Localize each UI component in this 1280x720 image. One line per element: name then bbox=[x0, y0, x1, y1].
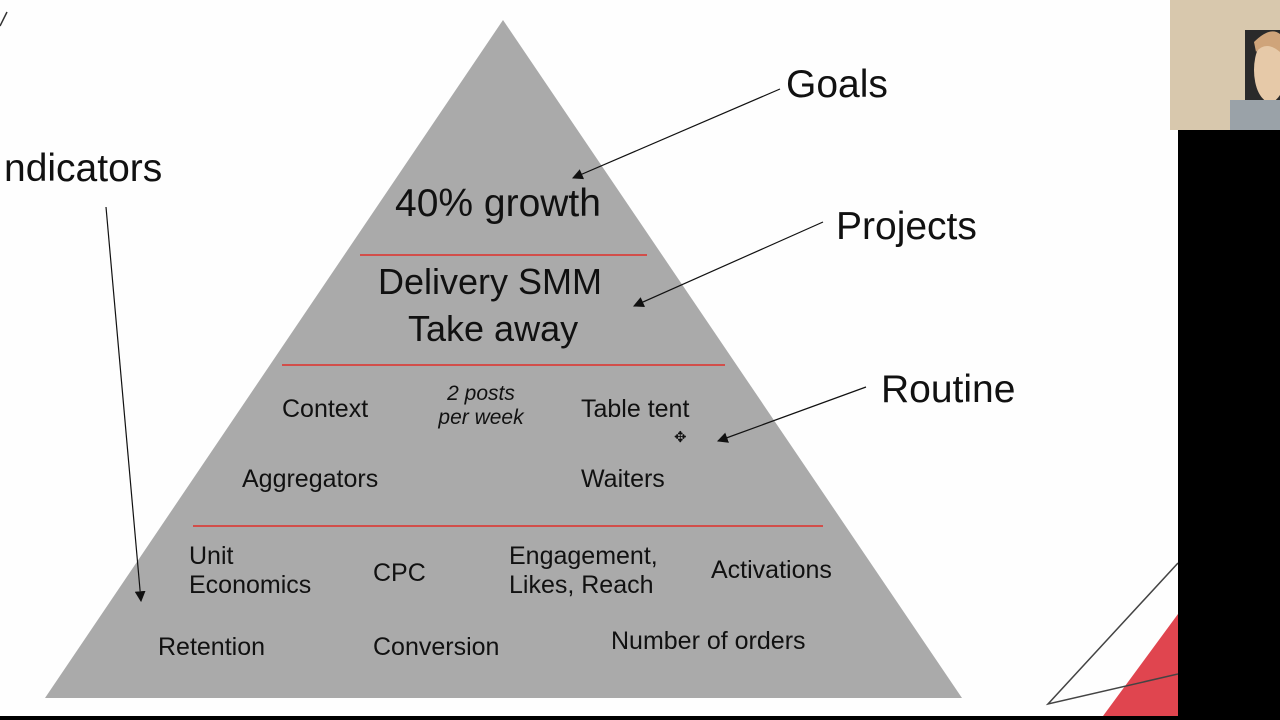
routine-posts: 2 posts per week bbox=[430, 382, 532, 430]
indicator-engagement: Engagement, Likes, Reach bbox=[509, 542, 658, 600]
move-cursor-icon: ✥ bbox=[674, 429, 687, 446]
indicator-unit-economics: Unit Economics bbox=[189, 542, 311, 600]
project-take-away: Take away bbox=[408, 308, 579, 349]
indicator-cpc: CPC bbox=[373, 559, 426, 587]
label-indicators: ndicators bbox=[4, 147, 163, 190]
routine-posts-line-2: per week bbox=[438, 406, 524, 430]
bottom-black-bar bbox=[0, 716, 1280, 720]
routine-table-tent: Table tent bbox=[581, 395, 690, 423]
webcam-overlay bbox=[1170, 0, 1280, 130]
side-black-panel bbox=[1178, 130, 1280, 720]
indicator-unit-economics-line-1: Unit bbox=[189, 542, 234, 570]
indicator-activations: Activations bbox=[711, 556, 832, 584]
routine-posts-line-1: 2 posts bbox=[447, 382, 515, 405]
goal-text: 40% growth bbox=[395, 182, 601, 225]
slide: Goals Projects Routine ndicators 40% gro… bbox=[0, 11, 1178, 716]
routine-waiters: Waiters bbox=[581, 465, 665, 493]
routine-aggregators: Aggregators bbox=[242, 465, 379, 493]
corner-mark bbox=[0, 11, 8, 27]
projects-arrow bbox=[633, 221, 824, 307]
indicator-retention: Retention bbox=[158, 633, 266, 661]
routine-context: Context bbox=[282, 395, 369, 423]
webcam-person-image bbox=[1170, 0, 1280, 130]
goals-arrow bbox=[572, 88, 781, 180]
label-routine: Routine bbox=[881, 368, 1016, 411]
label-goals: Goals bbox=[786, 63, 888, 106]
indicators-arrow bbox=[105, 206, 146, 603]
routine-arrow bbox=[716, 386, 867, 443]
project-delivery-smm: Delivery SMM bbox=[378, 261, 603, 302]
indicator-conversion: Conversion bbox=[373, 633, 500, 661]
decor-red-triangle bbox=[1103, 614, 1178, 716]
indicator-engagement-line-2: Likes, Reach bbox=[509, 570, 654, 599]
indicator-number-of-orders: Number of orders bbox=[611, 627, 806, 655]
pyramid-shape bbox=[45, 20, 962, 698]
indicator-unit-economics-line-2: Economics bbox=[189, 570, 312, 599]
indicator-engagement-line-1: Engagement, bbox=[509, 542, 658, 570]
decor-outline-triangle bbox=[1045, 562, 1178, 706]
pyramid-diagram bbox=[0, 11, 1178, 716]
label-projects: Projects bbox=[836, 205, 977, 248]
